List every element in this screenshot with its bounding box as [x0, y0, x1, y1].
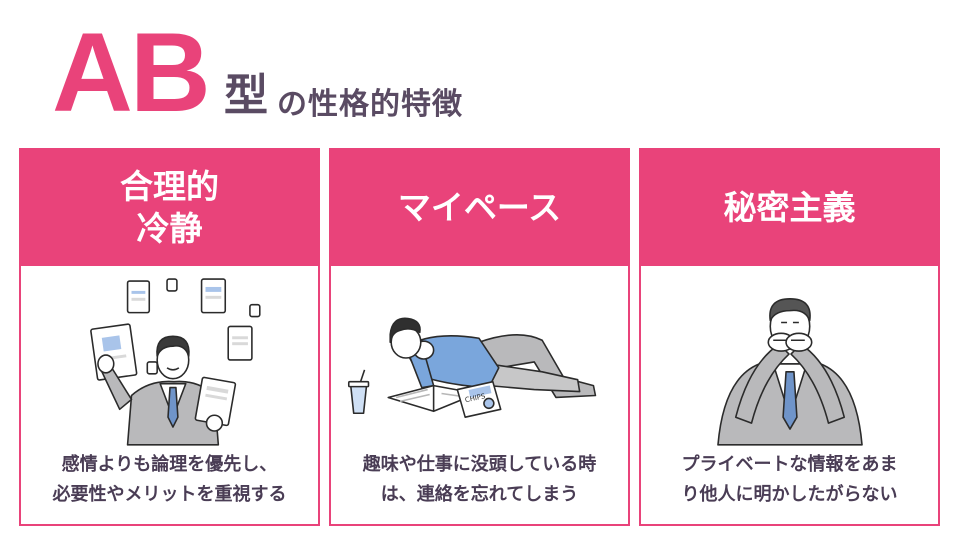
card-description: プライベートな情報をあま り他人に明かしたがらない — [681, 454, 898, 505]
card-header: 秘密主義 — [641, 150, 938, 266]
relaxing-man-illustration: CHIPS — [331, 268, 628, 448]
covering-mouth-man-illustration — [641, 268, 938, 448]
card-heading: マイペース — [397, 188, 562, 227]
card-header: 合理的 冷静 — [21, 150, 318, 266]
card-heading: 合理的 冷静 — [120, 167, 219, 248]
card-heading: 秘密主義 — [723, 188, 856, 227]
title-subtitle: の性格的特徴 — [277, 87, 463, 122]
title-blood-type: AB — [52, 10, 211, 135]
title-type-suffix: 型 — [224, 70, 268, 121]
card-header: マイペース — [331, 150, 628, 266]
businessman-documents-illustration — [21, 268, 318, 448]
trait-card-my-pace: マイペース CHIPS — [329, 148, 630, 526]
trait-card-secretive: 秘密主義 プライベートな情報をあま り他人に明かしたがらない — [639, 148, 940, 526]
trait-card-rational: 合理的 冷静 — [19, 148, 320, 526]
card-description: 趣味や仕事に没頭している時 は、連絡を忘れてしまう — [362, 454, 597, 505]
card-description: 感情よりも論理を優先し、 必要性やメリットを重視する — [52, 454, 287, 505]
